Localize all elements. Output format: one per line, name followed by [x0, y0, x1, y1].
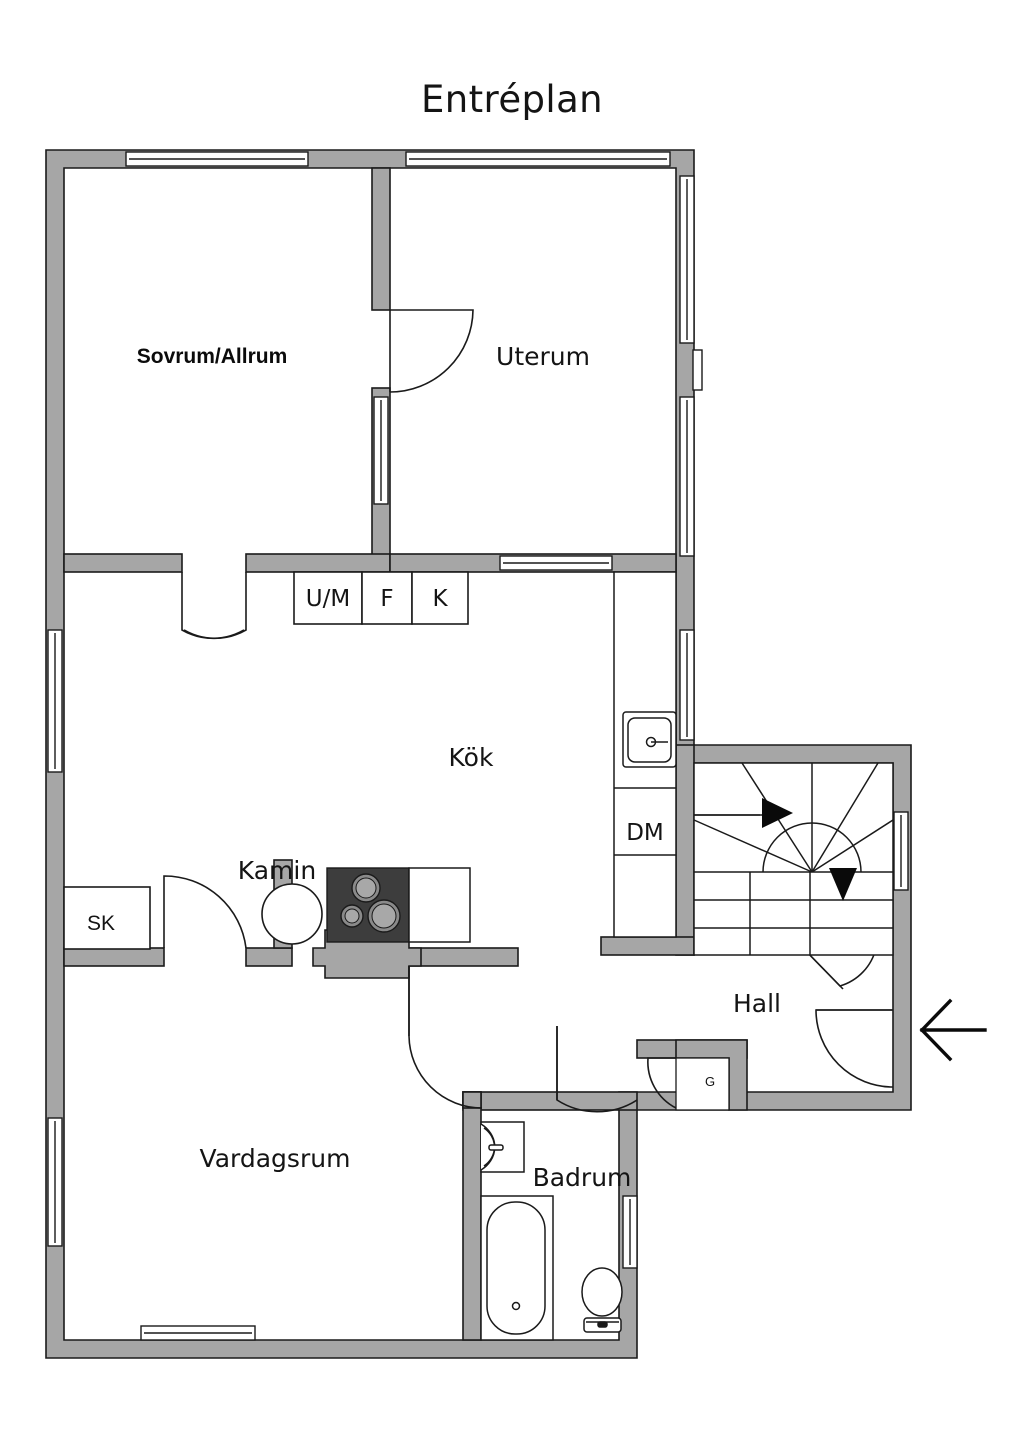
- window-left-lower: [47, 1117, 63, 1247]
- appliance-labels: U/M F K: [306, 586, 449, 612]
- wall-sovrum-bottom-right: [245, 553, 391, 573]
- room-label-kok: Kök: [449, 743, 494, 772]
- door-g-closet: [647, 1057, 677, 1109]
- door-badrum: [556, 1026, 638, 1113]
- appliance-label-um: U/M: [306, 586, 350, 612]
- window-uterum-right-lower: [679, 396, 695, 557]
- closet-sk: SK: [63, 886, 151, 950]
- kitchen-sink-icon: [622, 711, 677, 768]
- closet-g-label: G: [705, 1074, 715, 1089]
- window-badrum-right: [622, 1195, 638, 1269]
- wall-sovrum-uterum: [371, 167, 391, 311]
- closet-sk-label: SK: [87, 912, 115, 935]
- entrance-arrow-icon: [919, 998, 987, 1062]
- windows: [47, 151, 909, 1341]
- door-entrance: [815, 1009, 894, 1088]
- room-label-kamin: Kamin: [238, 856, 316, 885]
- window-kok-right: [679, 629, 695, 741]
- door-kok-vardagsrum-left: [163, 875, 247, 949]
- window-left-upper: [47, 629, 63, 773]
- appliance-label-k: K: [432, 586, 448, 612]
- appliance-label-f: F: [380, 586, 393, 612]
- window-uterum-interior: [373, 396, 389, 505]
- door-sovrum-kok-double: [181, 572, 247, 640]
- wall-kitchen-bottom: [600, 936, 695, 956]
- wall-stair-left: [675, 744, 695, 956]
- wall-sovrum-bottom-left: [63, 553, 183, 573]
- stair-arrows: [762, 798, 857, 901]
- wall-kok-vardags-left: [63, 947, 165, 967]
- window-uterum-top: [405, 151, 671, 167]
- room-label-uterum: Uterum: [496, 342, 590, 371]
- appliance-label-dm: DM: [626, 820, 664, 846]
- wall-badrum-left: [462, 1091, 482, 1341]
- door-sovrum-uterum: [389, 309, 474, 393]
- doors: [163, 309, 894, 1113]
- closet-g: G: [675, 1057, 730, 1111]
- appliance-box-f: [361, 571, 413, 625]
- room-labels: Sovrum/Allrum Uterum Kök Vardagsrum Badr…: [137, 342, 781, 1192]
- room-label-sovrum: Sovrum/Allrum: [137, 345, 288, 368]
- appliance-bank: [293, 571, 469, 625]
- room-label-badrum: Badrum: [533, 1163, 632, 1192]
- stair-direction-arrow-icon-down: [829, 868, 857, 901]
- window-sovrum-top: [125, 151, 309, 167]
- wall-badrum-top: [462, 1091, 638, 1111]
- fireplace-icon: [261, 883, 323, 945]
- counter-stove-right: [408, 867, 471, 943]
- room-label-hall: Hall: [733, 989, 781, 1018]
- bathtub-icon: [480, 1195, 554, 1341]
- door-kok-vardagsrum-right: [408, 966, 483, 1109]
- page-title: Entréplan: [421, 78, 603, 121]
- window-uterum-right-gap: [692, 349, 703, 391]
- wall-kok-vardags-right: [408, 947, 519, 967]
- appliance-box-k: [411, 571, 469, 625]
- room-label-vardagsrum: Vardagsrum: [200, 1144, 351, 1173]
- stair-direction-arrow-icon-up: [762, 798, 793, 828]
- window-kok-top: [499, 555, 613, 571]
- window-stair-right: [893, 811, 909, 891]
- staircase: [693, 762, 894, 956]
- toilet-icon: [581, 1267, 623, 1333]
- wall-kok-vardags-mid: [245, 947, 293, 967]
- stove-hob-icon: [326, 867, 410, 943]
- bathroom-fixtures: [480, 1121, 623, 1341]
- washbasin-icon: [480, 1121, 525, 1173]
- window-uterum-right-upper: [679, 175, 695, 344]
- window-vardags-bottom: [140, 1325, 256, 1341]
